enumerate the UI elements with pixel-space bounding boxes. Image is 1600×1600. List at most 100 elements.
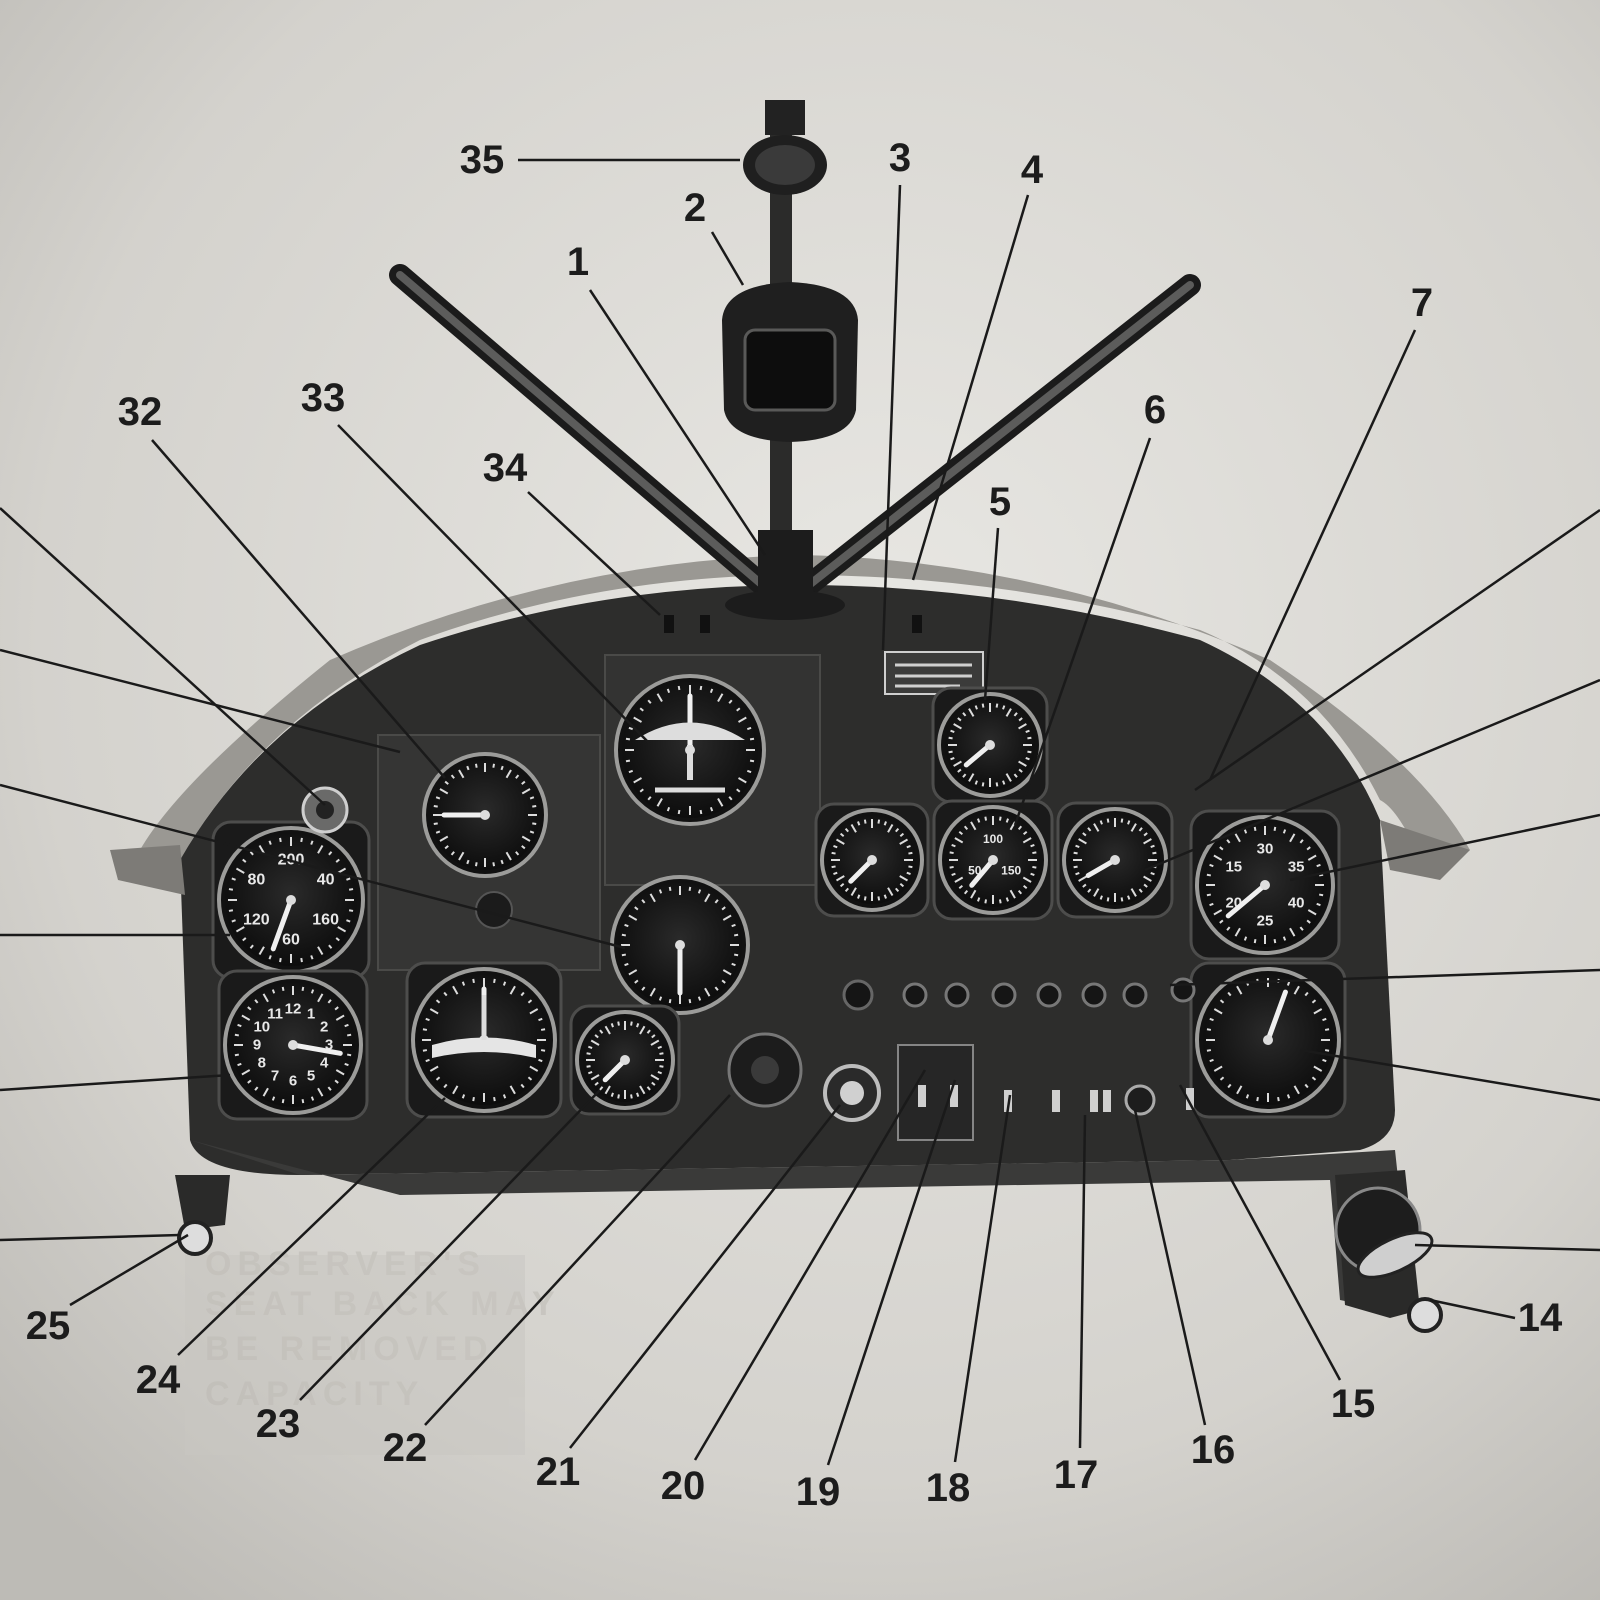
airspeed-indicator-needle <box>270 897 294 952</box>
leader-line-13 <box>1414 1243 1600 1252</box>
tachometer-needle <box>1225 882 1268 919</box>
panel-lower-skirt <box>190 1140 1411 1310</box>
attitude-horizon-bar <box>635 722 745 793</box>
ammeter-needle <box>1085 857 1118 878</box>
oil-pressure-gauge-label: 150 <box>1001 864 1021 878</box>
clock-label: 4 <box>320 1055 329 1072</box>
suction-gauge-needle <box>963 742 993 768</box>
leader-line-34 <box>527 491 661 616</box>
faint-text-line-1: OBSERVER'S <box>205 1245 486 1283</box>
callout-number-17: 17 <box>1054 1453 1099 1497</box>
leader-line-18 <box>953 1094 1012 1463</box>
clock-label: 1 <box>307 1005 315 1022</box>
clock-label: 12 <box>285 1001 302 1018</box>
turn-bank-indicator <box>422 752 548 878</box>
airspeed-indicator-label: 160 <box>312 912 339 929</box>
leader-line-6 <box>1013 437 1152 826</box>
manifold-pressure <box>1189 961 1347 1119</box>
faint-text-line-2: SEAT BACK MAY <box>205 1285 561 1323</box>
top-toggle-switches <box>664 615 922 633</box>
leader-line-offpage <box>1299 1048 1600 1102</box>
left-panel-knob <box>301 786 349 834</box>
clock-label: 6 <box>289 1073 297 1090</box>
callout-number-22: 22 <box>383 1426 428 1470</box>
leader-line-33 <box>337 424 649 743</box>
clock-label: 3 <box>325 1037 333 1054</box>
clock-label: 2 <box>320 1019 328 1036</box>
tachometer-label: 25 <box>1257 913 1274 930</box>
leader-line-4 <box>911 194 1030 581</box>
left-flange <box>110 845 185 895</box>
callout-number-21: 21 <box>536 1450 581 1494</box>
callout-number-15: 15 <box>1331 1382 1376 1426</box>
leader-line-21 <box>569 1104 841 1449</box>
leader-line-17 <box>1078 1114 1087 1449</box>
leader-line-22 <box>424 1094 731 1426</box>
callout-number-18: 18 <box>926 1466 971 1510</box>
leader-line-3 <box>881 184 902 651</box>
left-foot-knob <box>177 1220 213 1256</box>
leader-line-23 <box>299 1089 601 1401</box>
magnetic-compass <box>722 282 858 442</box>
callout-number-1: 1 <box>567 240 589 284</box>
airspeed-indicator-label: 60 <box>282 932 300 949</box>
altimeter <box>610 875 750 1015</box>
tachometer-label: 40 <box>1288 895 1305 912</box>
leader-line-1 <box>588 289 767 556</box>
tachometer-label: 15 <box>1225 859 1242 876</box>
callout-number-16: 16 <box>1191 1428 1236 1472</box>
callout-number-4: 4 <box>1021 148 1044 192</box>
callout-number-33: 33 <box>301 376 346 420</box>
mirror-clock-35 <box>743 100 827 195</box>
leader-line-offpage <box>1144 678 1600 872</box>
fuel-selector <box>1334 1186 1434 1279</box>
engine-gauge-left <box>814 802 930 918</box>
suction-gauge <box>931 686 1049 804</box>
leader-line-19 <box>826 1079 957 1466</box>
ammeter <box>1056 801 1174 919</box>
directional-gyro-bar <box>432 995 536 1058</box>
callout-number-19: 19 <box>796 1470 841 1514</box>
airspeed-indicator-label: 120 <box>243 912 270 929</box>
windshield-frame <box>389 110 1201 620</box>
callout-number-20: 20 <box>661 1464 706 1508</box>
leader-line-offpage <box>1289 813 1600 882</box>
leader-line-5 <box>983 527 1000 701</box>
vertical-speed-gauge <box>569 1004 681 1116</box>
leader-line-24 <box>177 1097 446 1356</box>
primer-knob <box>727 1032 803 1108</box>
clock-label: 10 <box>253 1019 270 1036</box>
tachometer-label: 30 <box>1257 841 1274 858</box>
leader-line-20 <box>693 1069 927 1461</box>
callout-number-6: 6 <box>1144 388 1166 432</box>
leader-line-offpage <box>1169 968 1600 987</box>
faint-text-line-4: CAPACITY <box>205 1375 424 1413</box>
leader-line-25 <box>69 1233 189 1307</box>
oil-pressure-gauge-label: 100 <box>983 832 1003 846</box>
leader-line-offpage <box>0 783 626 950</box>
callout-number-35: 35 <box>460 138 505 182</box>
leader-line-2 <box>710 231 745 286</box>
callout-number-2: 2 <box>684 186 706 230</box>
leader-line-32 <box>151 439 446 779</box>
leader-line-16 <box>1133 1109 1207 1426</box>
leader-line-14 <box>1429 1298 1516 1320</box>
leader-line-offpage <box>0 1073 231 1092</box>
faint-text-line-3: BE REMOVED <box>205 1330 494 1368</box>
clock-label: 7 <box>271 1068 279 1085</box>
clock-label: 5 <box>307 1068 315 1085</box>
clock-needle <box>290 1042 343 1056</box>
panel-side-block-left <box>175 1175 230 1230</box>
callout-number-32: 32 <box>118 390 163 434</box>
callout-number-14: 14 <box>1518 1296 1563 1340</box>
tachometer-label: 35 <box>1288 859 1305 876</box>
leader-line-offpage <box>0 507 326 806</box>
right-foot-knob <box>1407 1297 1443 1333</box>
leader-line-offpage <box>0 1233 181 1242</box>
